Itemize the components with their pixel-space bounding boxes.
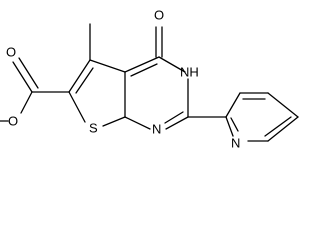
ring-bond-n1-c7a xyxy=(124,116,151,130)
ring-bond-c3a-c3 xyxy=(89,59,126,73)
ester-ether-oxygen-label: O xyxy=(8,113,18,128)
ring-nitrogen-label: N xyxy=(152,121,161,136)
nh-label: NH xyxy=(180,64,199,79)
pyridine-bond-1 xyxy=(225,92,241,118)
ring-bond-c3-c2t xyxy=(68,59,91,93)
ring-bond-c3-c2t-second xyxy=(75,67,94,94)
ring-bond-c2-n1-second xyxy=(164,111,184,124)
ester-double-bond-second xyxy=(18,57,39,89)
sulfur-label: S xyxy=(89,120,98,135)
ring-bond-s-c7a xyxy=(102,116,126,127)
atom-labels: O NH S N N O O xyxy=(6,7,240,150)
bonds xyxy=(0,23,299,142)
ring-bond-c2t-s xyxy=(68,91,86,123)
pyridine-bond-4 xyxy=(267,116,299,142)
ester-carbonyl-oxygen-label: O xyxy=(6,44,16,59)
pyridine-bond-6 xyxy=(225,116,234,137)
carbonyl-oxygen-label: O xyxy=(154,7,164,22)
ring-bond-c3a-c4-second xyxy=(130,63,158,77)
pyridine-bond-4-second xyxy=(264,116,292,137)
ester-double-bond xyxy=(12,61,33,93)
chemical-structure: O NH S N N O O xyxy=(0,7,299,150)
pyridine-nitrogen-label: N xyxy=(231,135,240,150)
ester-single-bond xyxy=(20,91,33,114)
pyridine-bond-3 xyxy=(267,92,299,118)
ring-bond-c3a-c4 xyxy=(124,56,160,73)
pyridine-bond-6-second xyxy=(230,117,239,132)
ring-bond-c2-n1 xyxy=(165,116,189,130)
ring-bond-c4-n3 xyxy=(158,56,186,73)
